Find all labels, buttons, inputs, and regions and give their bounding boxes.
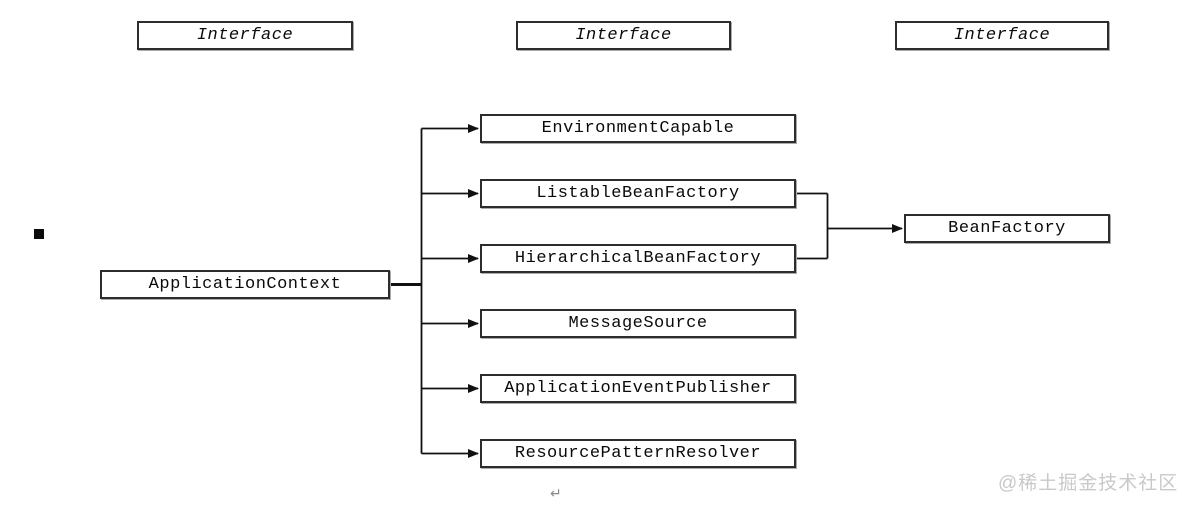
interface-stereotype-box-3: Interface bbox=[895, 21, 1109, 50]
bullet-square bbox=[34, 229, 44, 239]
node-applicationeventpublisher: ApplicationEventPublisher bbox=[480, 374, 796, 403]
node-environmentcapable: EnvironmentCapable bbox=[480, 114, 796, 143]
interface-stereotype-box-2: Interface bbox=[516, 21, 731, 50]
node-beanfactory: BeanFactory bbox=[904, 214, 1110, 243]
edge-group bbox=[390, 124, 903, 458]
paragraph-return-mark: ↵ bbox=[550, 486, 562, 502]
watermark-text: @稀土掘金技术社区 bbox=[998, 473, 1178, 494]
node-messagesource: MessageSource bbox=[480, 309, 796, 338]
node-resourcepatternresolver: ResourcePatternResolver bbox=[480, 439, 796, 468]
node-hierarchicalbeanfactory: HierarchicalBeanFactory bbox=[480, 244, 796, 273]
interface-stereotype-box-1: Interface bbox=[137, 21, 353, 50]
node-listablebeanfactory: ListableBeanFactory bbox=[480, 179, 796, 208]
node-applicationcontext: ApplicationContext bbox=[100, 270, 390, 299]
